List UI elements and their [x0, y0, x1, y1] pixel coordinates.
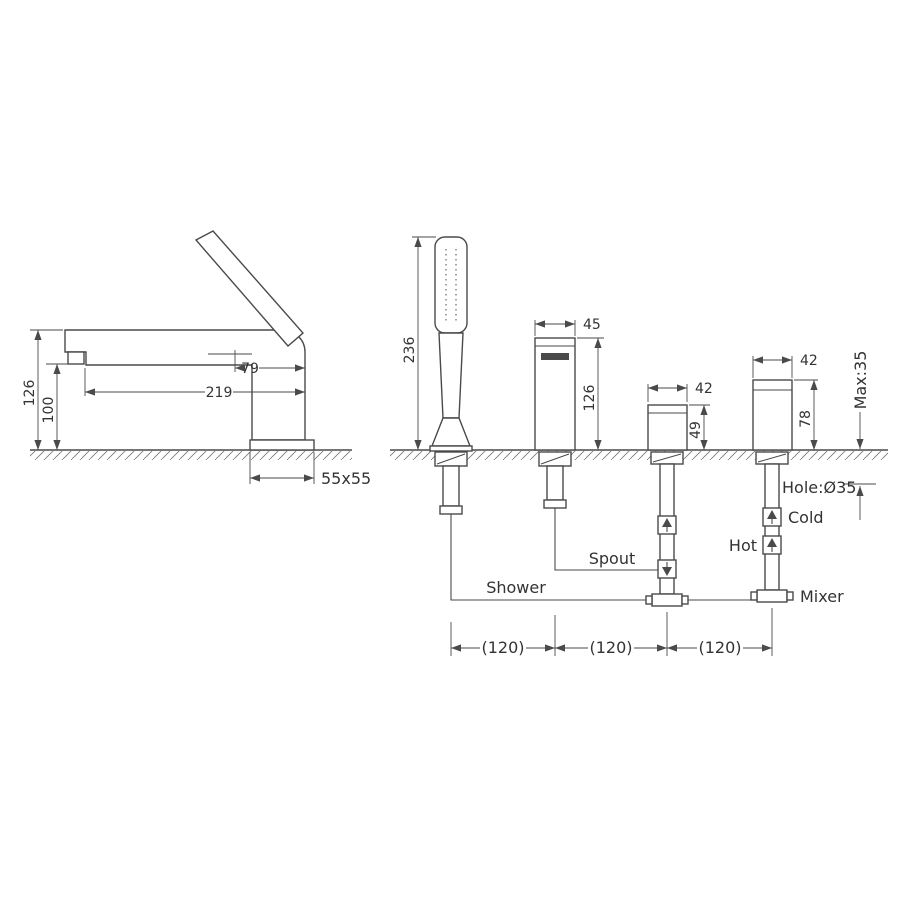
- label-mixer: Mixer: [800, 587, 844, 606]
- dim-spout-height-label: 126: [582, 385, 598, 412]
- dim-hole-label: Hole:Ø35: [782, 478, 856, 497]
- hose-routing: Shower Spout Cold Hot Mixer: [450, 508, 844, 606]
- dim-mixer-width-label: 42: [800, 353, 818, 369]
- handshower-hose-fitting: [439, 505, 463, 515]
- dim-spacing-3-label: (120): [698, 638, 741, 657]
- dim-spacing-1-label: (120): [481, 638, 524, 657]
- dim-mixer-height-label: 78: [798, 410, 814, 428]
- faucet-base: [249, 439, 315, 451]
- side-view-faucet: [64, 230, 315, 451]
- side-view-dimensions: 126 100 79 219 55x55: [22, 329, 371, 488]
- dim-shower-height-label: 236: [402, 337, 418, 364]
- label-shower: Shower: [486, 578, 546, 597]
- dim-max-thickness-label: Max:35: [851, 351, 870, 410]
- dim-spout-width-label: 45: [583, 317, 601, 333]
- mixer-tee: [756, 589, 788, 603]
- label-spout: Spout: [589, 549, 636, 568]
- dim-base-label: 55x55: [321, 469, 371, 488]
- mixer: 42 78: [750, 353, 818, 603]
- mixer-tail: [764, 463, 780, 591]
- spout-outlet: [67, 351, 85, 365]
- handshower-handle: [438, 332, 464, 419]
- spout-tail-fitting: [543, 499, 567, 509]
- dim-height-total-label: 126: [22, 380, 38, 407]
- faucet-handle: [194, 230, 304, 347]
- handshower: 236: [402, 236, 473, 515]
- handshower-head: [434, 236, 468, 334]
- deck-right: [390, 449, 888, 460]
- label-cold: Cold: [788, 508, 824, 527]
- dim-valve-height-label: 49: [688, 421, 704, 439]
- handshower-socket: [430, 417, 472, 447]
- valve-tee: [651, 593, 683, 607]
- valve-body: [647, 404, 688, 451]
- spout-outlet-slot: [541, 353, 569, 360]
- spout: 45 126: [534, 317, 604, 509]
- deck-left: [30, 449, 352, 460]
- diverter-valve: 42 49: [645, 381, 713, 607]
- deck-thickness-dim: Max:35 Hole:Ø35: [782, 351, 876, 520]
- dim-handle-label: 79: [241, 361, 259, 377]
- mixer-body: [752, 379, 793, 451]
- spacing-dimensions: (120) (120) (120): [450, 608, 773, 657]
- dim-spacing-2-label: (120): [589, 638, 632, 657]
- dim-height-spout-label: 100: [41, 397, 57, 424]
- dim-valve-width-label: 42: [695, 381, 713, 397]
- dim-reach-label: 219: [206, 385, 233, 401]
- label-hot: Hot: [729, 536, 757, 555]
